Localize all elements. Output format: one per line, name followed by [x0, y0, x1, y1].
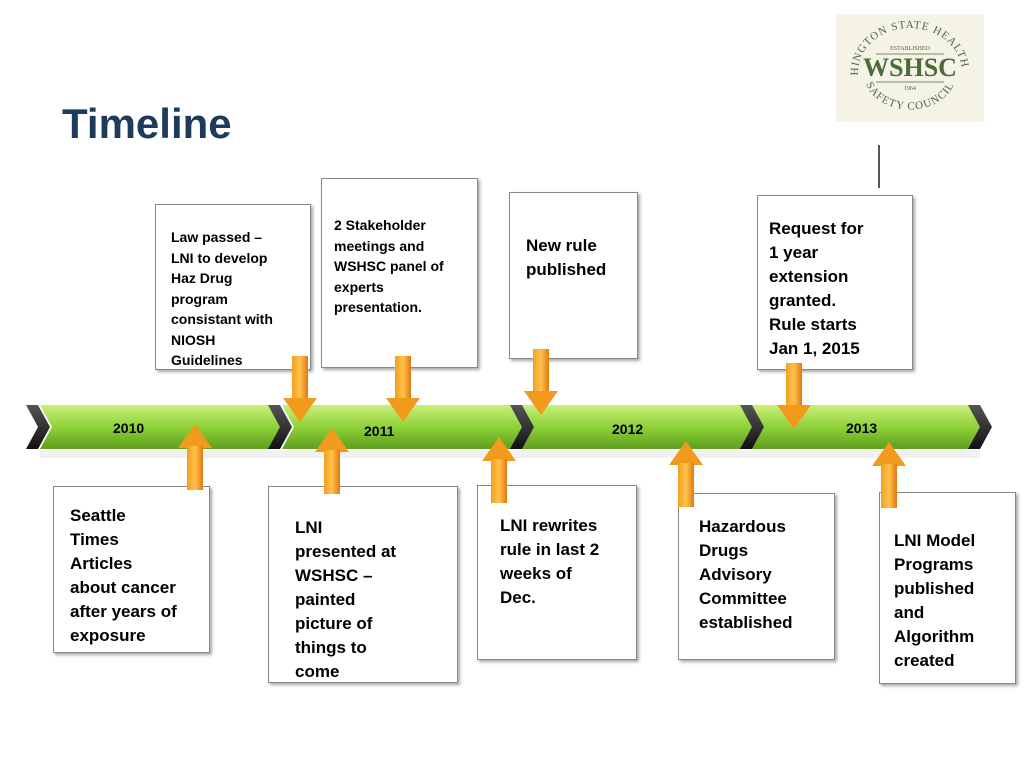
svg-text:WSHSC: WSHSC: [863, 53, 957, 82]
event-box-seattle-times: Seattle Times Articles about cancer afte…: [53, 486, 210, 653]
arrow-down-icon: [386, 356, 420, 422]
svg-text:1964: 1964: [904, 86, 916, 92]
timeline-segment-2: [282, 405, 524, 449]
timeline-chevrons: [26, 405, 992, 449]
wshsc-logo: WASHINGTON STATE HEALTHCARE SAFETY COUNC…: [831, 5, 984, 122]
event-box-lni-model-programs: LNI Model Programs published and Algorit…: [879, 492, 1016, 684]
event-text: LNI presented at WSHSC – painted picture…: [295, 518, 397, 681]
arrow-up-icon: [872, 442, 906, 508]
year-label-2013: 2013: [846, 420, 878, 436]
event-box-new-rule: New rule published: [509, 192, 638, 359]
svg-text:ESTABLISHED: ESTABLISHED: [890, 46, 931, 52]
arrow-down-icon: [524, 349, 558, 415]
event-box-stakeholder-meetings: 2 Stakeholder meetings and WSHSC panel o…: [321, 178, 478, 368]
event-box-law-passed: Law passed – LNI to develop Haz Drug pro…: [155, 204, 311, 370]
event-text: 2 Stakeholder meetings and WSHSC panel o…: [334, 217, 444, 315]
page-title: Timeline: [62, 100, 232, 147]
event-box-extension-granted: Request for 1 year extension granted. Ru…: [757, 195, 913, 370]
arrow-up-icon: [669, 441, 703, 507]
arrow-up-icon: [178, 424, 212, 490]
event-text: Law passed – LNI to develop Haz Drug pro…: [171, 229, 273, 368]
event-text: Request for 1 year extension granted. Ru…: [769, 219, 864, 358]
event-box-lni-presented: LNI presented at WSHSC – painted picture…: [268, 486, 458, 683]
logo-connector-line: [878, 145, 880, 188]
year-label-2011: 2011: [364, 423, 395, 439]
arrow-down-icon: [283, 356, 317, 422]
arrow-up-icon: [315, 428, 349, 494]
event-box-lni-rewrites: LNI rewrites rule in last 2 weeks of Dec…: [477, 485, 637, 660]
arrow-up-icon: [482, 437, 516, 503]
event-text: Seattle Times Articles about cancer afte…: [70, 506, 177, 645]
timeline-segment-4: [752, 405, 982, 449]
event-text: New rule published: [526, 236, 607, 279]
event-text: Hazardous Drugs Advisory Committee estab…: [699, 517, 793, 632]
event-text: LNI Model Programs published and Algorit…: [894, 531, 976, 670]
timeline-segment-3: [522, 405, 754, 449]
timeline-segment-1: [40, 405, 284, 449]
event-box-hazardous-drugs-committee: Hazardous Drugs Advisory Committee estab…: [678, 493, 835, 660]
event-text: LNI rewrites rule in last 2 weeks of Dec…: [500, 516, 600, 607]
year-label-2010: 2010: [113, 420, 145, 436]
year-label-2012: 2012: [612, 421, 644, 437]
arrow-down-icon: [777, 363, 811, 429]
